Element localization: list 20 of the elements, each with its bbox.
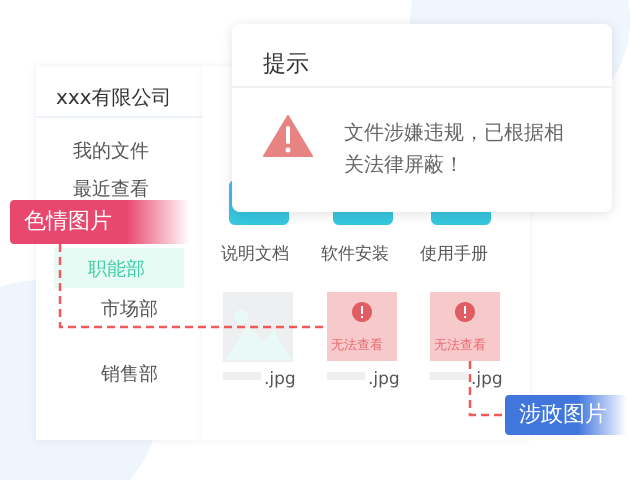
menu-item: 销售部 (101, 362, 158, 387)
menu-item: 职能部 (88, 257, 145, 282)
folder-name: 使用手册 (420, 243, 488, 265)
company-name: xxx有限公司 (56, 84, 172, 111)
folder-name: 说明文档 (221, 243, 289, 265)
file-extension: .jpg (368, 369, 400, 389)
status-text: 无法查看 (331, 337, 383, 354)
dialog-title: 提示 (263, 50, 309, 79)
alert-dialog (232, 24, 612, 212)
menu-item: 最近查看 (73, 177, 149, 202)
file-extension: .jpg (264, 369, 296, 389)
status-text: 无法查看 (434, 337, 486, 354)
file-extension: .jpg (471, 369, 503, 389)
dialog-message: 文件涉嫌违规，已根据相关法律屏蔽！ (344, 119, 565, 178)
folder-name: 软件安装 (321, 243, 389, 265)
menu-item: 我的文件 (73, 139, 149, 164)
menu-item: 市场部 (101, 297, 158, 322)
leader-line (468, 361, 505, 416)
category-tag: 色情图片 (10, 200, 190, 244)
category-tag: 涉政图片 (505, 395, 627, 435)
